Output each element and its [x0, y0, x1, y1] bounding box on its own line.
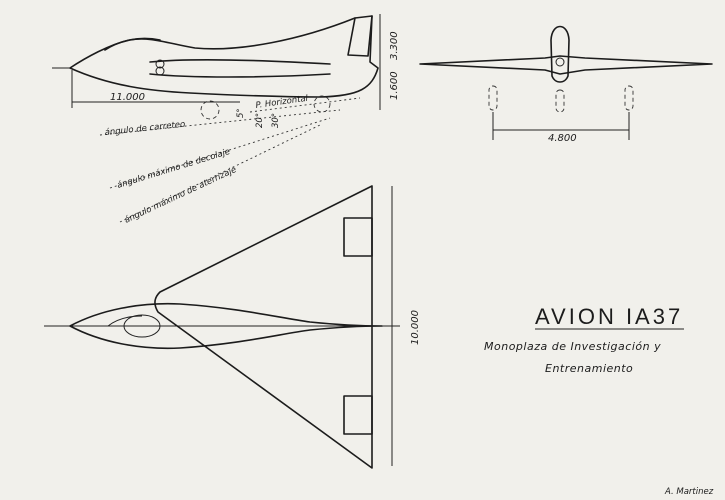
plan-fuselage — [69, 302, 383, 350]
front-wheel-right — [624, 85, 634, 111]
front-wing — [419, 55, 713, 75]
angle-5-label: 5° — [236, 108, 246, 118]
side-intake-bottom — [149, 73, 331, 78]
carreteo-line — [99, 109, 341, 136]
side-canopy — [104, 37, 161, 51]
plan-elevon-bottom — [343, 395, 373, 435]
front-fuselage — [550, 25, 570, 83]
carreteo-label: ángulo de carreteo — [104, 120, 185, 138]
side-intake-top — [149, 59, 331, 65]
plan-delta-wing — [154, 185, 373, 469]
horizontal-ref-line — [249, 97, 361, 113]
angle-annotations: P. Horizontal ángulo de carreteo ángulo … — [99, 94, 361, 226]
side-wheel-rear — [313, 95, 331, 113]
side-fin — [347, 15, 373, 57]
front-intake — [555, 57, 565, 67]
front-wheel-nose — [555, 89, 565, 113]
plan-elevon-top — [343, 217, 373, 257]
track-dim-label: 4.800 — [548, 133, 577, 144]
front-view: 4.800 — [419, 25, 713, 144]
side-wheel-front — [200, 100, 220, 120]
signature: A. Martinez — [664, 487, 714, 497]
side-intake-lip-2 — [155, 66, 165, 76]
front-wheel-left — [488, 85, 498, 111]
height-bottom-label: 1.600 — [389, 71, 400, 100]
height-top-label: 3.300 — [389, 31, 400, 60]
side-fuselage — [69, 15, 379, 98]
angle-20-label: 20° — [255, 113, 265, 128]
angle-30-label: 30° — [271, 113, 281, 128]
side-intake-lip — [155, 59, 165, 69]
decolaje-line — [109, 117, 331, 189]
subtitle-line-1: Monoplaza de Investigación y — [484, 340, 661, 353]
aircraft-title: AVION IA37 — [535, 304, 683, 329]
subtitle-line-2: Entrenamiento — [545, 362, 633, 375]
length-dim-label: 11.000 — [110, 92, 145, 103]
plan-canopy — [123, 314, 161, 338]
aterrizaje-line — [119, 124, 321, 223]
plan-canopy-frame — [107, 315, 143, 327]
side-view: 11.000 3.300 1.600 — [52, 14, 400, 120]
span-dim-label: 10.000 — [410, 310, 421, 345]
title-block: AVION IA37 Monoplaza de Investigación y … — [484, 304, 714, 497]
plan-view: 10.000 — [44, 185, 421, 469]
